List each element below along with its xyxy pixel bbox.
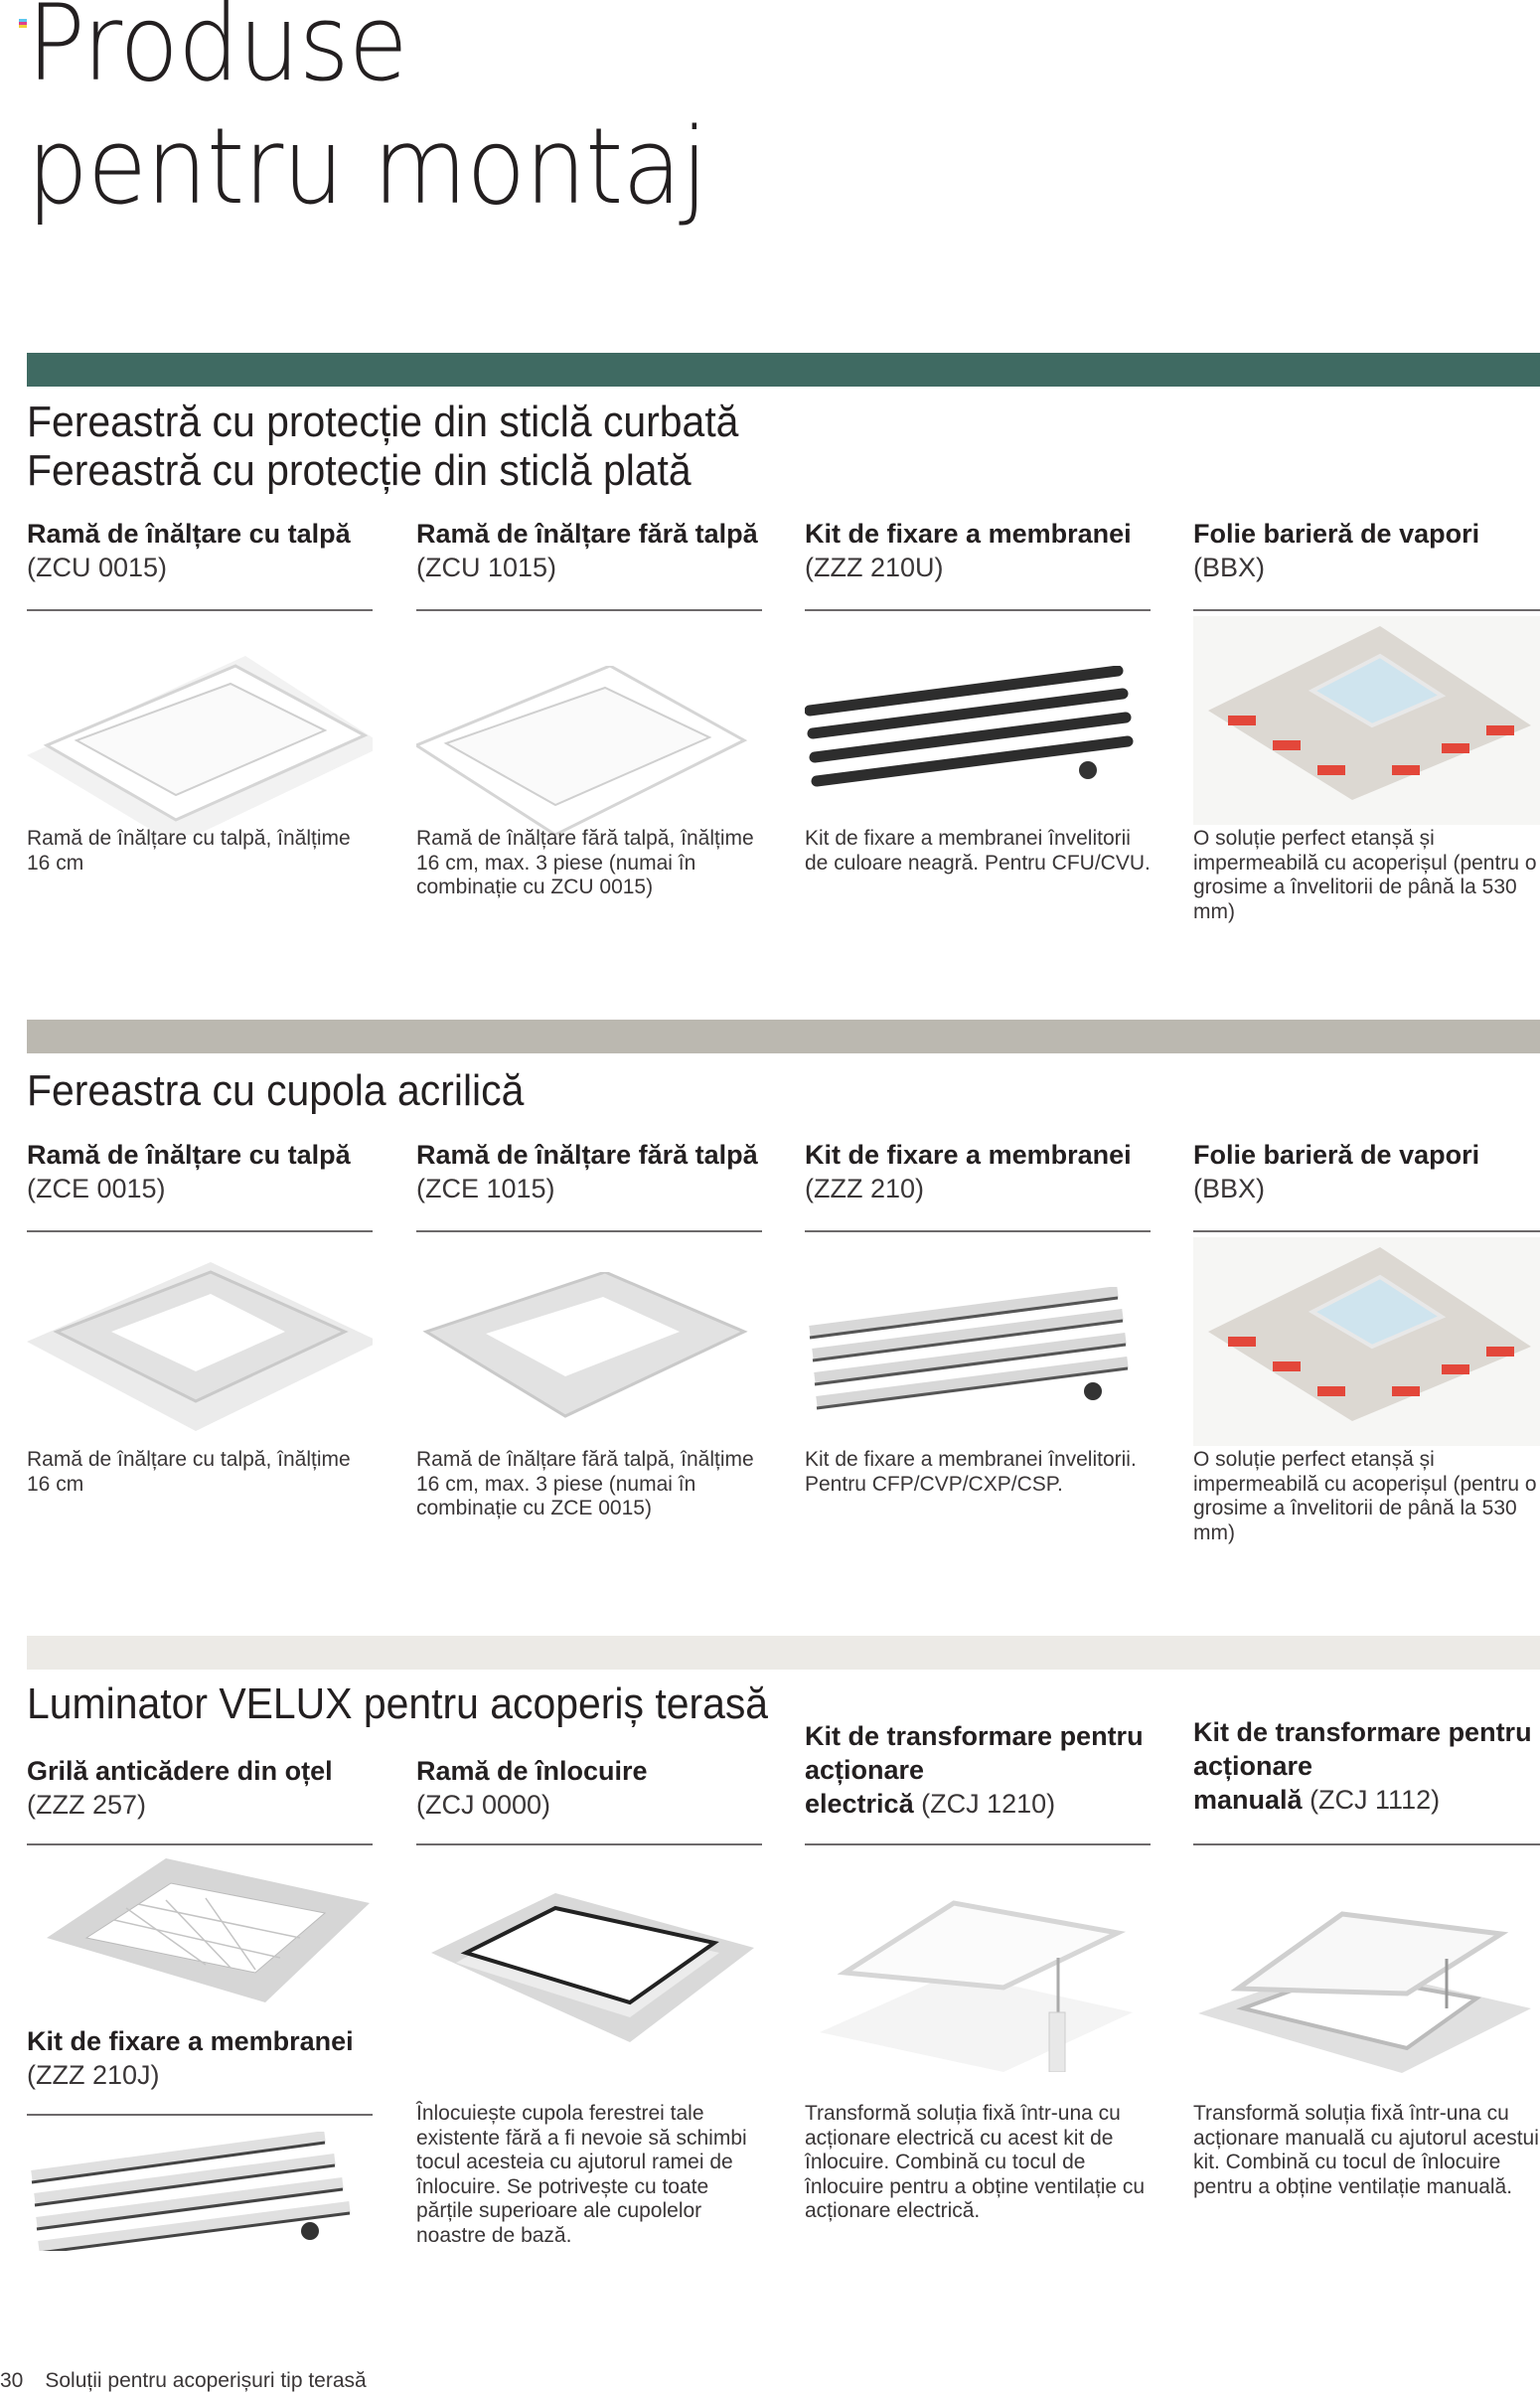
section-title-curved-glass: Fereastră cu protecție din sticlă curbat… [27,398,739,446]
section-bar-acrylic-dome [27,1020,1540,1053]
product-card: Folie barieră de vapori (BBX) O soluție p… [1193,1138,1540,1555]
product-name: Ramă de înălțare cu talpă [27,1140,351,1170]
product-name-cont: electrică [805,1789,914,1819]
product-description: Kit de fixare a membranei învelitorii de… [805,827,1151,875]
product-card: Folie barieră de vapori (BBX) O soluție p… [1193,517,1540,934]
product-card: Kit de transformare pentru acționare manu… [1193,1715,1540,2232]
product-description: Înlocuiește cupola ferestrei tale existe… [416,2102,747,2247]
product-description: Ramă de înălțare fără talpă, înălțime 16… [416,1448,754,1519]
product-code: (ZCJ 1112) [1309,1785,1441,1815]
manual-conversion-kit-icon [1193,1874,1540,2073]
section-title-flat-glass: Fereastră cu protecție din sticlă plată [27,446,692,495]
product-name: Folie barieră de vapori [1193,1140,1480,1170]
grey-membrane-strips-icon [805,1286,1151,1416]
product-card: Grilă anticădere din oțel (ZZZ 257) Kit d… [27,1754,373,2311]
page-title-line2: pentru montaj [27,105,707,228]
divider [1193,609,1540,611]
product-name: Kit de fixare a membranei [805,519,1132,549]
product-description: Transformă soluția fixă într-una cu acți… [805,2102,1146,2222]
product-name: Folie barieră de vapori [1193,519,1480,549]
product-code: (ZZZ 210) [805,1174,925,1203]
divider [1193,1230,1540,1232]
extra-product-heading: Kit de fixare a membranei (ZZZ 210J) [27,2024,373,2092]
product-description: Transformă soluția fixă într-una cu acți… [1193,2102,1539,2198]
product-code: (ZCU 0015) [27,553,168,582]
product-code: (ZZZ 210U) [805,553,944,582]
upstand-frame-without-flange-icon [416,1270,762,1421]
product-description: Kit de fixare a membranei învelitorii. P… [805,1448,1137,1496]
product-code: (BBX) [1193,1174,1266,1203]
product-code: (ZZZ 257) [27,1790,147,1820]
registration-mark [19,19,27,28]
product-name: Kit de transformare pentru acționare [1193,1717,1532,1781]
footer-text: Soluții pentru acoperișuri tip terasă [45,2369,367,2392]
divider [416,1843,762,1845]
product-description: Ramă de înălțare fără talpă, înălțime 16… [416,827,754,898]
product-description: O soluție perfect etanșă și impermeabilă… [1193,827,1537,923]
steel-safety-grille-icon [27,1858,373,2002]
divider [27,2114,373,2116]
product-code: (ZCJ 1210) [921,1789,1056,1819]
product-card: Ramă de înălțare fără talpă (ZCE 1015) R… [416,1138,762,1555]
product-card: Kit de transformare pentru acționare elec… [805,1719,1151,2236]
divider [27,609,373,611]
page-title: Produse pentru montaj [27,0,707,229]
page-footer: 30 Soluții pentru acoperișuri tip terasă [0,2369,367,2393]
product-name: Grilă anticădere din oțel [27,1756,333,1786]
black-membrane-strips-icon [804,665,1151,795]
product-card: Kit de fixare a membranei (ZZZ 210) Kit d… [805,1138,1151,1555]
divider [27,1230,373,1232]
product-name-cont: manuală [1193,1785,1303,1815]
product-description: O soluție perfect etanșă și impermeabilă… [1193,1448,1537,1544]
product-code: (ZCJ 0000) [416,1790,551,1820]
vapour-barrier-icon [1193,1237,1540,1446]
product-name: Kit de fixare a membranei [805,1140,1132,1170]
replacement-frame-icon [416,1893,762,2042]
section-title-flat-roof-skylight: Luminator VELUX pentru acoperiș terasă [27,1679,769,1728]
divider [1193,1843,1540,1845]
membrane-fixing-kit-icon [27,2131,373,2255]
page-number: 30 [0,2369,24,2392]
section-title-acrylic-dome: Fereastra cu cupola acrilică [27,1066,525,1115]
product-name: Kit de fixare a membranei [27,2026,354,2056]
divider [416,609,762,611]
product-card: Ramă de înălțare fără talpă (ZCU 1015) R… [412,517,762,934]
upstand-frame-with-flange-icon [27,1262,380,1431]
product-card: Ramă de înălțare cu talpă (ZCU 0015) Ramă… [27,517,385,934]
divider [416,1230,762,1232]
electric-conversion-kit-icon [805,1863,1151,2073]
vapour-barrier-icon [1193,616,1540,825]
product-name: Ramă de înlocuire [416,1756,648,1786]
product-card: Ramă de înălțare cu talpă (ZCE 0015) Ramă… [27,1138,380,1555]
product-description: Ramă de înălțare cu talpă, înălțime 16 c… [27,1448,351,1496]
divider [805,609,1151,611]
section-bar-curved-flat-glass [27,353,1540,387]
product-code: (ZCE 1015) [416,1174,555,1203]
product-name: Ramă de înălțare cu talpă [27,519,351,549]
product-card: Kit de fixare a membranei (ZZZ 210U) Kit … [804,517,1151,934]
product-code: (ZZZ 210J) [27,2060,160,2090]
upstand-frame-with-flange-icon [27,636,385,845]
product-card: Ramă de înlocuire (ZCJ 0000) Înlocuiește … [416,1754,762,2271]
product-description: Ramă de înălțare cu talpă, înălțime 16 c… [27,827,351,875]
product-name: Kit de transformare pentru acționare [805,1721,1144,1785]
divider [805,1843,1151,1845]
divider [27,1843,373,1845]
page-title-line1: Produse [27,0,408,104]
product-code: (ZCU 1015) [416,553,557,582]
section-bar-flat-roof-skylight [27,1636,1540,1670]
product-code: (BBX) [1193,553,1266,582]
product-name: Ramă de înălțare fără talpă [416,519,758,549]
divider [805,1230,1151,1232]
product-name: Ramă de înălțare fără talpă [416,1140,758,1170]
product-code: (ZCE 0015) [27,1174,166,1203]
upstand-frame-without-flange-icon [412,664,762,837]
